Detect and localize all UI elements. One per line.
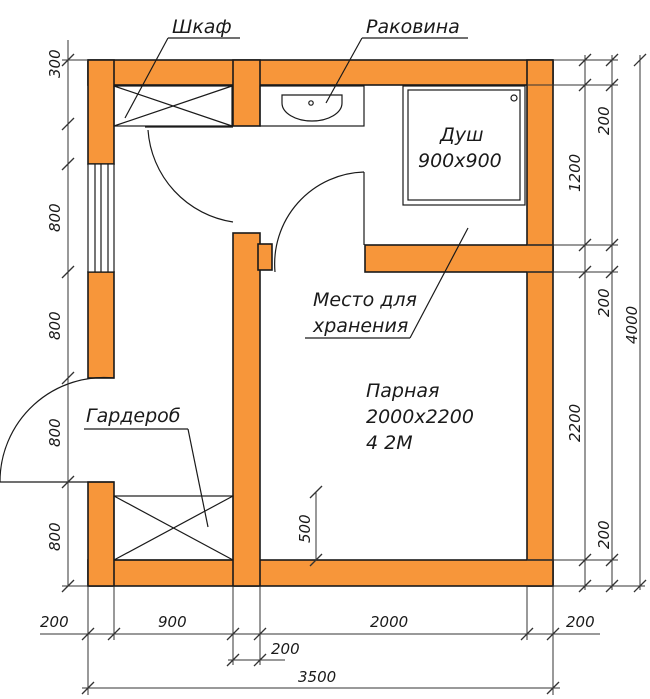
label-shower-size: 900x900	[418, 150, 502, 172]
wall-left-top	[87, 59, 115, 165]
wall-partition-top	[232, 59, 261, 127]
wall-bottom	[87, 559, 554, 587]
walls	[87, 59, 554, 587]
door-hall	[145, 126, 234, 223]
dimensions-bottom: 200 900 2000 200 200 3500	[40, 586, 600, 695]
dim-bottom-3500: 3500	[298, 668, 336, 686]
dim-left-800-b: 800	[46, 311, 64, 340]
label-wardrobe: Гардероб	[86, 405, 181, 427]
dim-right-1200: 1200	[566, 154, 584, 192]
wall-partition-vertical	[232, 232, 261, 587]
dim-left-800-c: 800	[46, 418, 64, 447]
wall-left-mid	[87, 271, 115, 379]
dim-bottom-900: 900	[158, 613, 187, 631]
label-storage-line2: хранения	[312, 315, 408, 337]
shower	[402, 85, 526, 206]
dimensions-left: 300 800 800 800 800	[46, 40, 88, 593]
dimensions-right: 200 1200 200 2200 200 4000	[527, 53, 647, 593]
dimension-bench: 500	[296, 485, 323, 567]
window	[87, 163, 115, 273]
dim-bottom-200-right: 200	[566, 613, 595, 631]
label-steam-room: Парная	[366, 380, 440, 402]
dim-bottom-200-left: 200	[40, 613, 69, 631]
dim-right-200-mid: 200	[595, 288, 613, 317]
sink	[259, 85, 365, 127]
label-storage-line1: Место для	[313, 289, 417, 311]
dim-right-200-top: 200	[595, 106, 613, 135]
dim-left-800-a: 800	[46, 203, 64, 232]
wall-left-bottom	[87, 481, 115, 587]
wall-partition-horizontal	[364, 244, 554, 273]
wall-right	[526, 59, 554, 587]
label-sink: Раковина	[366, 16, 460, 38]
label-steam-area: 4 2М	[366, 432, 413, 454]
dim-left-300: 300	[46, 49, 64, 78]
wall-partition-notch	[257, 243, 273, 271]
dim-bottom-200-inner: 200	[271, 640, 300, 658]
leaders	[84, 37, 469, 528]
door-entrance	[0, 376, 115, 483]
wall-top	[87, 59, 554, 86]
dim-left-800-d: 800	[46, 522, 64, 551]
dim-bottom-2000: 2000	[370, 613, 408, 631]
wardrobe-bench	[113, 495, 234, 561]
label-cabinet: Шкаф	[172, 16, 232, 38]
label-steam-size: 2000x2200	[366, 406, 474, 428]
door-shower	[274, 171, 365, 273]
cabinet	[113, 85, 233, 127]
label-shower: Душ	[439, 124, 483, 146]
dim-right-2200: 2200	[566, 404, 584, 442]
dim-right-200-bottom: 200	[595, 520, 613, 549]
dim-right-4000: 4000	[623, 306, 641, 344]
dim-bench-500: 500	[296, 514, 314, 543]
